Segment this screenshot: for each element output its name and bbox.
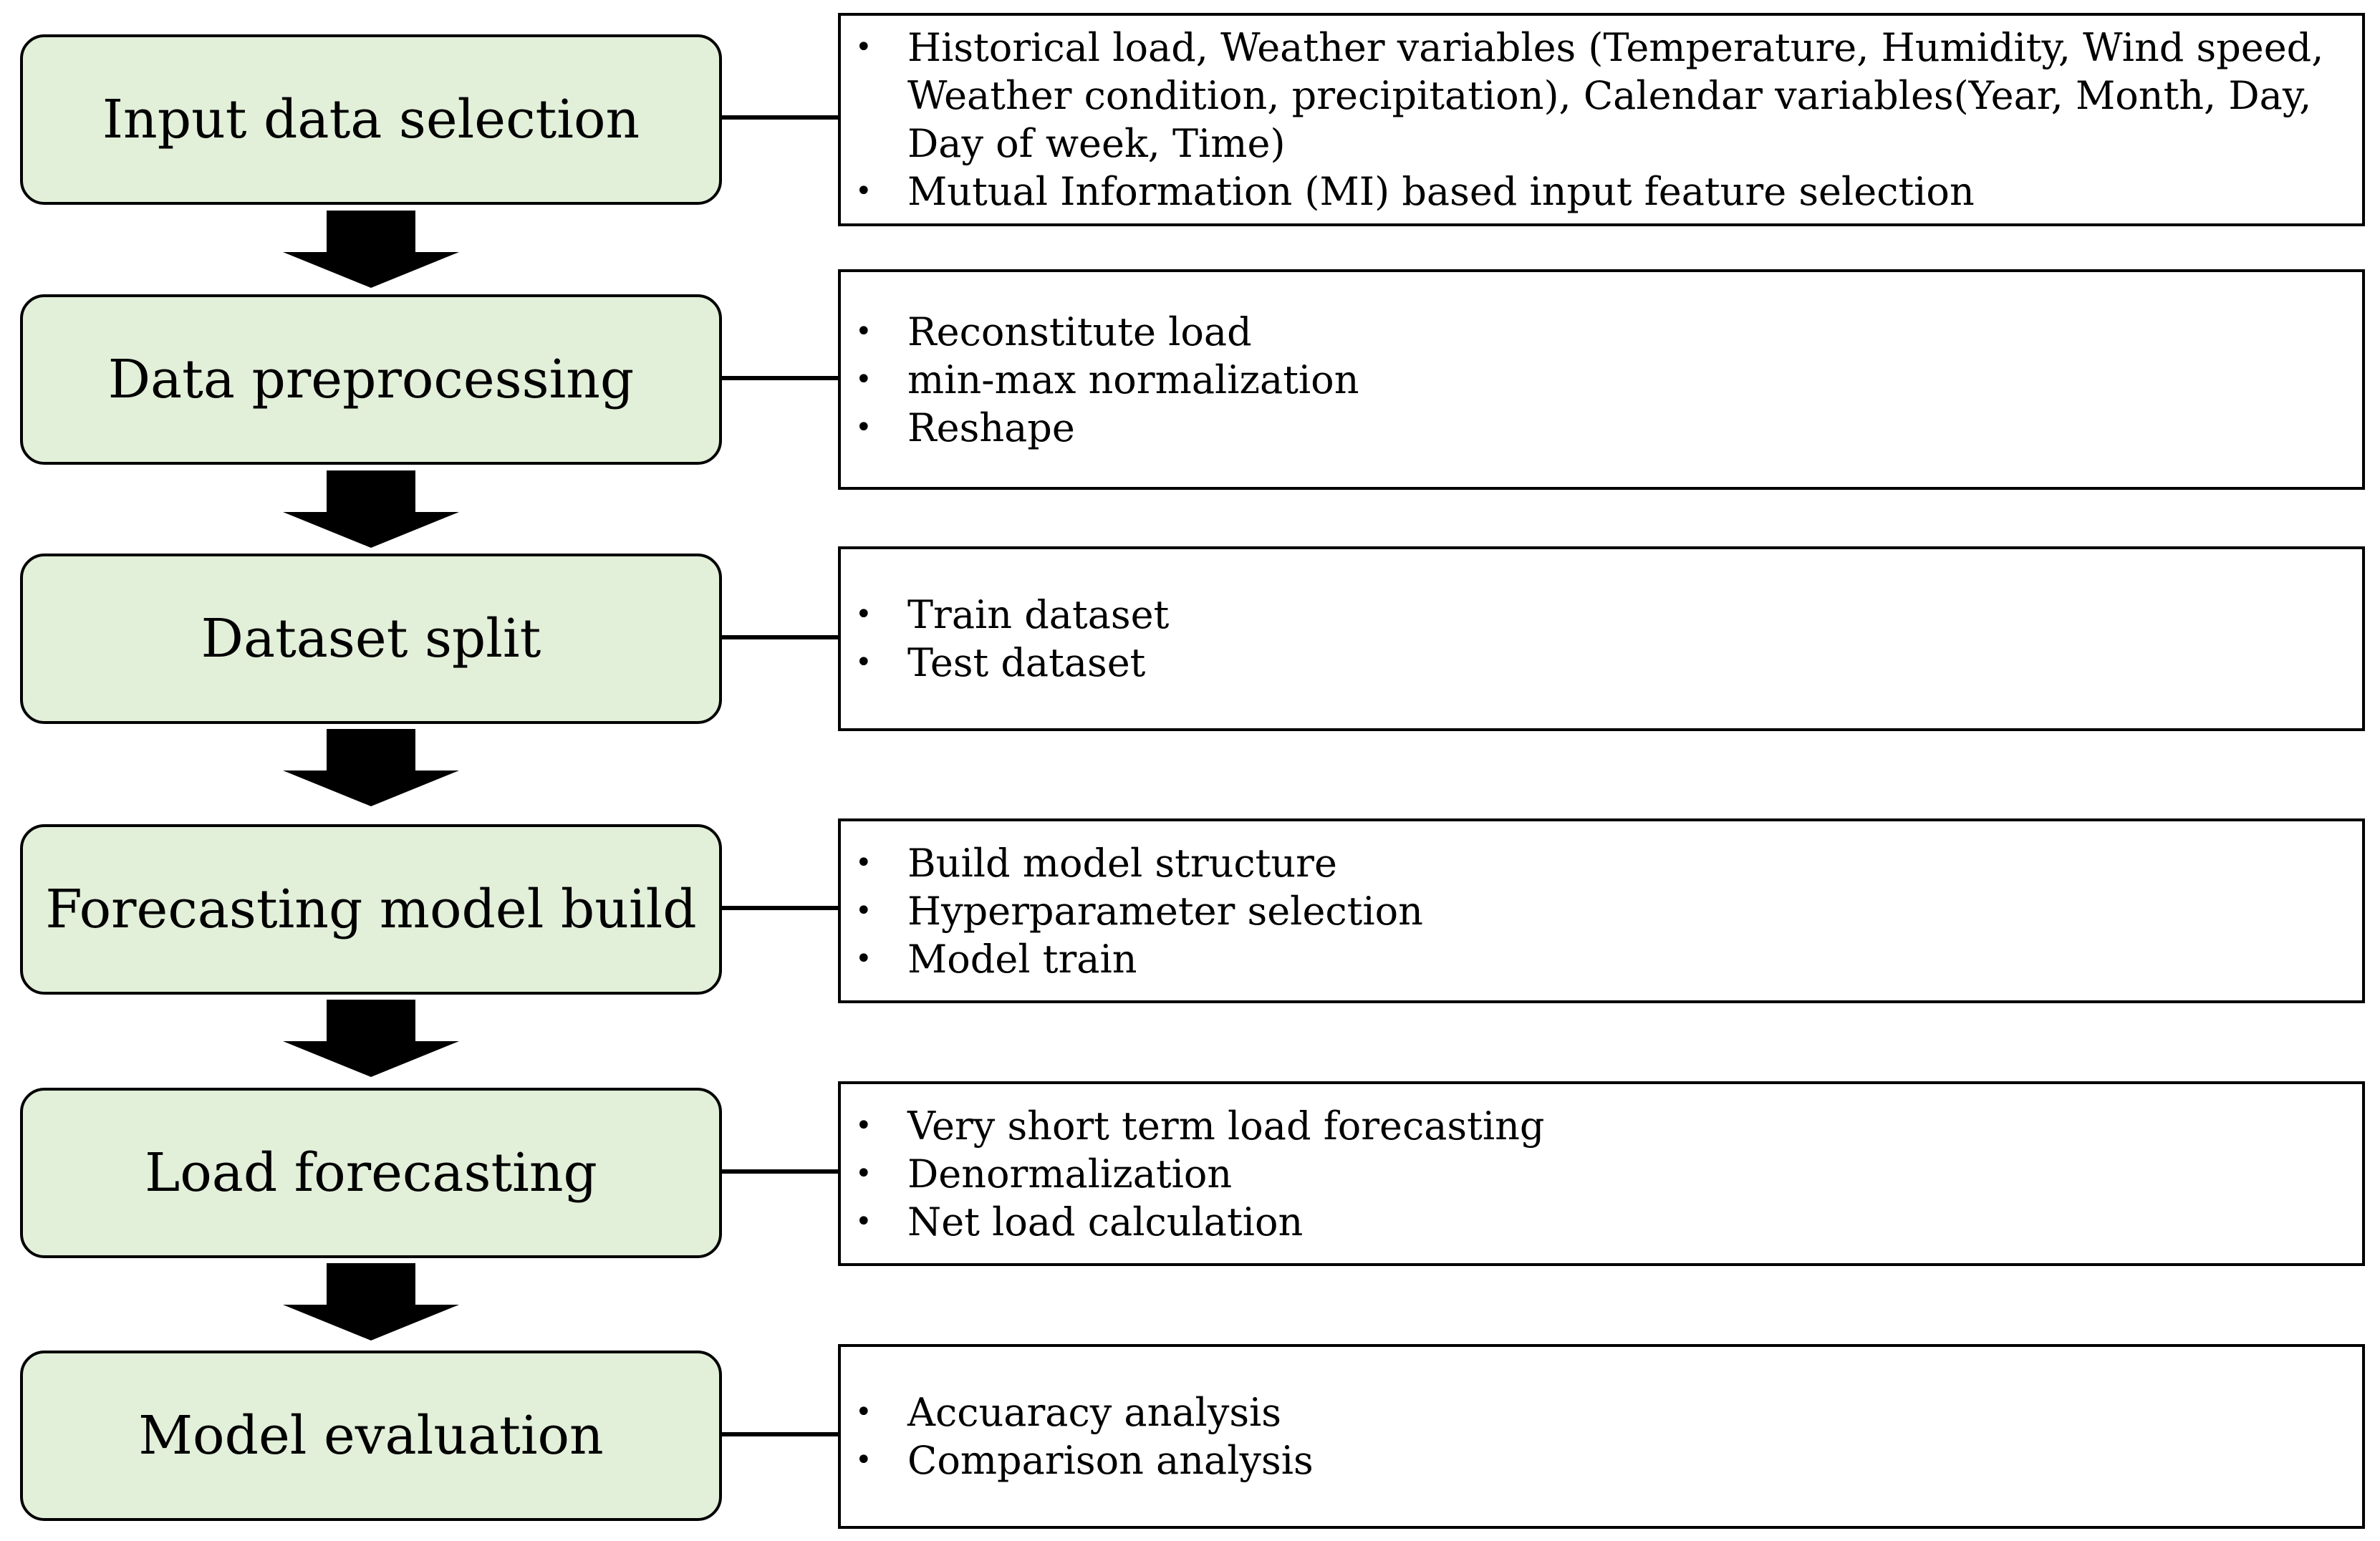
detail-item: •Denormalization — [855, 1151, 1233, 1197]
detail-item: •Model train — [855, 936, 1137, 982]
bullet-icon: • — [855, 1396, 872, 1429]
detail-item: •min-max normalization — [855, 357, 1359, 402]
bullet-icon: • — [855, 1204, 872, 1238]
detail-item: •Accuaracy analysis — [855, 1390, 1282, 1435]
connector-line-1 — [722, 115, 838, 120]
detail-list: •Build model structure •Hyperparameter s… — [855, 839, 1423, 983]
bullet-icon: • — [855, 175, 872, 208]
step-box-input-data-selection: Input data selection — [20, 34, 722, 205]
down-arrow-icon — [283, 1000, 459, 1077]
detail-item: •Comparison analysis — [855, 1438, 1314, 1483]
step-box-load-forecasting: Load forecasting — [20, 1088, 722, 1258]
detail-box-dataset-split: •Train dataset •Test dataset — [838, 546, 2365, 731]
step-box-data-preprocessing: Data preprocessing — [20, 294, 722, 465]
step-box-model-evaluation: Model evaluation — [20, 1351, 722, 1521]
bullet-icon: • — [855, 598, 872, 631]
detail-box-load-forecasting: •Very short term load forecasting •Denor… — [838, 1081, 2365, 1266]
detail-list: •Very short term load forecasting •Denor… — [855, 1102, 1544, 1246]
connector-line-3 — [722, 635, 838, 639]
detail-item: •Test dataset — [855, 640, 1146, 685]
detail-box-model-evaluation: •Accuaracy analysis •Comparison analysis — [838, 1344, 2365, 1529]
detail-box-forecasting-model-build: •Build model structure •Hyperparameter s… — [838, 818, 2365, 1003]
detail-list: •Historical load, Weather variables (Tem… — [855, 24, 2333, 216]
bullet-icon: • — [855, 846, 872, 879]
detail-item: •Hyperparameter selection — [855, 888, 1423, 934]
connector-line-4 — [722, 906, 838, 910]
bullet-icon: • — [855, 942, 872, 975]
connector-line-2 — [722, 376, 838, 380]
connector-line-5 — [722, 1169, 838, 1174]
down-arrow-icon — [283, 211, 459, 288]
bullet-icon: • — [855, 1156, 872, 1190]
detail-item: •Train dataset — [855, 592, 1170, 637]
down-arrow-icon — [283, 1263, 459, 1340]
detail-list: •Accuaracy analysis •Comparison analysis — [855, 1388, 1314, 1484]
detail-item: •Net load calculation — [855, 1199, 1304, 1245]
bullet-icon: • — [855, 314, 872, 348]
detail-item: •Reshape — [855, 405, 1075, 450]
detail-box-input-data-selection: •Historical load, Weather variables (Tem… — [838, 13, 2365, 226]
bullet-icon: • — [855, 894, 872, 927]
detail-box-data-preprocessing: •Reconstitute load •min-max normalizatio… — [838, 269, 2365, 490]
detail-item: •Historical load, Weather variables (Tem… — [855, 25, 2324, 166]
connector-line-6 — [722, 1432, 838, 1436]
detail-item: •Very short term load forecasting — [855, 1103, 1545, 1149]
down-arrow-icon — [283, 729, 459, 806]
step-box-dataset-split: Dataset split — [20, 554, 722, 724]
bullet-icon: • — [855, 1108, 872, 1142]
detail-item: •Reconstitute load — [855, 309, 1252, 354]
bullet-icon: • — [855, 362, 872, 396]
step-box-forecasting-model-build: Forecasting model build — [20, 824, 722, 995]
detail-item: •Mutual Information (MI) based input fea… — [855, 169, 1975, 214]
detail-item: •Build model structure — [855, 840, 1337, 886]
detail-list: •Train dataset •Test dataset — [855, 591, 1169, 687]
bullet-icon: • — [855, 1444, 872, 1477]
detail-list: •Reconstitute load •min-max normalizatio… — [855, 308, 1359, 452]
bullet-icon: • — [855, 646, 872, 679]
bullet-icon: • — [855, 410, 872, 444]
bullet-icon: • — [855, 31, 872, 64]
down-arrow-icon — [283, 470, 459, 548]
